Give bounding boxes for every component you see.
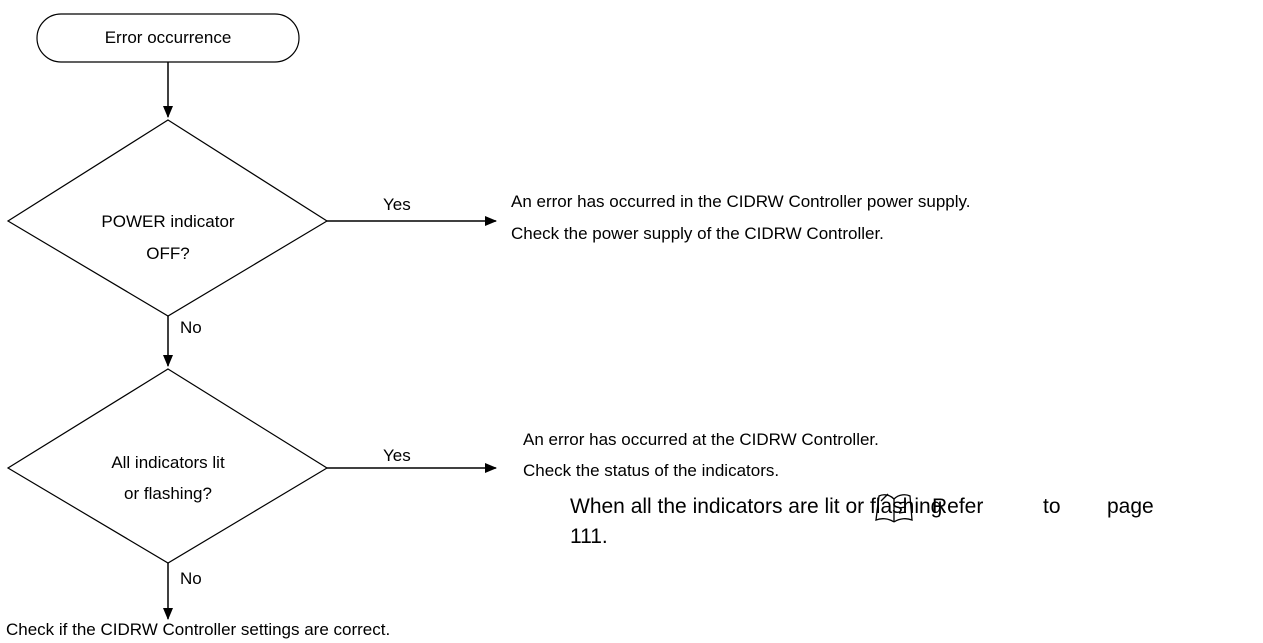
result2-ref-word-to: to	[1043, 495, 1061, 518]
result2-ref-word-refer: Refer	[932, 495, 984, 518]
result2-ref-text: When all the indicators are lit or flash…	[570, 495, 943, 518]
decision1-line2: OFF?	[146, 244, 190, 263]
result2-line1: An error has occurred at the CIDRW Contr…	[523, 430, 879, 449]
decision2-line2: or flashing?	[124, 484, 212, 503]
manual-book-icon[interactable]	[873, 491, 915, 525]
decision1-yes-label: Yes	[383, 195, 411, 214]
decision1-no-label: No	[180, 318, 202, 337]
result2-line2: Check the status of the indicators.	[523, 461, 780, 480]
result1-line1: An error has occurred in the CIDRW Contr…	[511, 192, 971, 211]
result1-line2: Check the power supply of the CIDRW Cont…	[511, 224, 884, 243]
decision2-no-label: No	[180, 569, 202, 588]
decision2-yes-label: Yes	[383, 446, 411, 465]
result2-ref-word-page: page	[1107, 495, 1154, 518]
decision2-line1: All indicators lit	[111, 453, 225, 472]
decision1-line1: POWER indicator	[101, 212, 235, 231]
result2-ref-page: 111.	[570, 525, 608, 548]
final-check-label: Check if the CIDRW Controller settings a…	[6, 620, 391, 639]
start-label: Error occurrence	[104, 28, 232, 47]
